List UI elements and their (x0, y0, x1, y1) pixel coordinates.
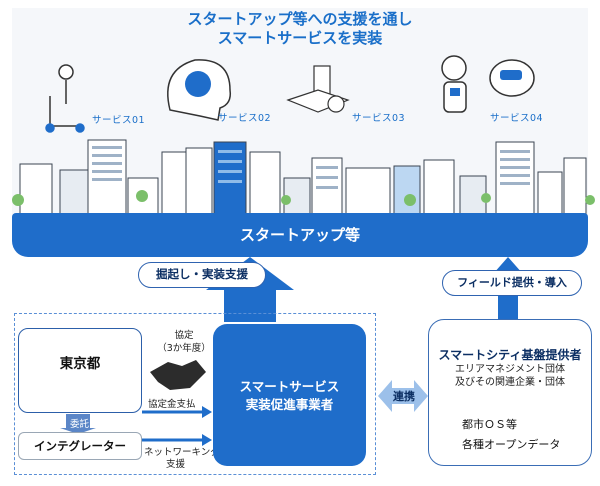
scooter-icon (45, 64, 85, 133)
left-arrow-label: 掘起し・実装支援 (138, 262, 266, 288)
platform-title: スマートシティ基盤提供者 (438, 348, 582, 362)
link-label: 連携 (393, 390, 415, 403)
platform-item-city-os: 都市ＯＳ等 (462, 418, 517, 431)
building-windows (92, 146, 530, 189)
service-label-01: サービス01 (92, 115, 146, 126)
integrator-label: インテグレーター (34, 439, 126, 453)
commission-arrowhead (60, 428, 96, 434)
subsidy-arrowhead (202, 406, 212, 418)
agreement-label: 協定 (174, 330, 194, 341)
startup-bar (12, 213, 588, 257)
startup-bar-label: スタートアップ等 (239, 226, 360, 244)
tokyo-label: 東京都 (59, 356, 101, 372)
promoter-label-line-2: 実装促進事業者 (245, 397, 334, 412)
integrator-box (18, 432, 142, 460)
service-label-04: サービス04 (490, 113, 544, 124)
tokyo-box (18, 328, 142, 413)
network-label-line-1: ネットワーキング等 (144, 447, 230, 458)
service-label-03: サービス03 (352, 113, 406, 124)
platform-item-open-data: 各種オープンデータ (462, 438, 561, 451)
ai-brain-icon (167, 59, 232, 121)
network-arrowhead (202, 434, 212, 446)
promoter-box (213, 324, 366, 466)
robot-icon (441, 55, 467, 113)
right-arrow-label: フィールド提供・導入 (442, 270, 582, 296)
city-skyline (19, 139, 587, 215)
network-label-line-2: 支援 (166, 459, 186, 470)
service-label-02: サービス02 (218, 113, 272, 124)
smart-city-icon (286, 65, 350, 113)
vr-headset-icon (489, 59, 535, 97)
platform-box (428, 319, 592, 466)
platform-sub-line-1: エリアマネジメント団体 (455, 364, 565, 375)
promoter-label-line-1: スマートサービス (239, 379, 340, 394)
commission-arrow (66, 414, 90, 428)
title-line-2: スマートサービスを実装 (217, 29, 383, 47)
dashed-group (14, 313, 376, 475)
link-arrow (378, 380, 428, 412)
platform-sub-line-2: 及びその関連企業・団体 (455, 377, 565, 388)
left-up-arrow (206, 257, 294, 322)
title-line-1: スタートアップ等への支援を通し (187, 10, 413, 28)
subsidy-label: 協定金支払 (148, 399, 196, 410)
trees (12, 190, 595, 206)
handshake-icon (150, 360, 206, 390)
agreement-period-label: （3か年度） (157, 343, 211, 354)
commission-label: 委託 (70, 419, 90, 430)
